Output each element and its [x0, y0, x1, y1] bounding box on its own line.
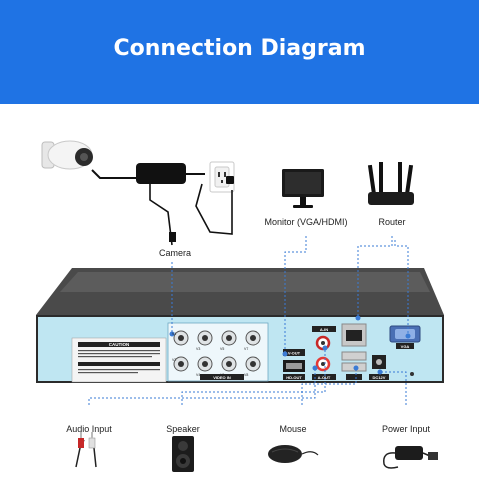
a-out-label: A-OUT: [318, 375, 331, 380]
port-label: V2: [172, 358, 176, 362]
speaker-icon: [172, 436, 194, 472]
port-label: V5: [220, 347, 224, 351]
caution-text: CAUTION: [109, 342, 130, 347]
router-label: Router: [378, 217, 406, 227]
port-label: V8: [244, 373, 248, 377]
wall-outlet-icon: [209, 161, 235, 193]
mouse-label: Mouse: [279, 424, 307, 434]
power-adapter-icon: [136, 163, 205, 184]
camera-icon: [41, 140, 93, 170]
vga-label: VGA: [401, 344, 410, 349]
port-label: V7: [244, 347, 248, 351]
hd-out-label: HD-OUT: [286, 375, 302, 380]
power-supply-icon: [382, 446, 438, 469]
audio-cable-icon: [75, 432, 97, 468]
monitor-label: Monitor (VGA/HDMI): [264, 217, 348, 227]
bnc-video-inputs: [173, 330, 261, 372]
monitor-icon: [282, 169, 324, 208]
video-in-label: VIDEO IN: [213, 375, 231, 380]
power-input-label: Power Input: [381, 424, 431, 434]
connection-endpoints: [169, 315, 411, 375]
port-label: V6: [220, 373, 224, 377]
audio-input-label: Audio Input: [66, 424, 112, 434]
port-label: V4: [196, 373, 200, 377]
v-out-label: V-OUT: [288, 351, 301, 356]
mouse-icon: [268, 445, 319, 463]
router-icon: [367, 162, 414, 205]
panel-text: CAUTION VIDEO IN V-OUT HD-OUT A-IN A-OUT…: [109, 327, 410, 380]
connection-lines: [88, 236, 409, 405]
title-banner: [0, 0, 479, 104]
dvr-recorder: [36, 268, 444, 383]
dc12v-label: DC12V: [373, 375, 386, 380]
page-title: Connection Diagram: [113, 36, 366, 61]
port-label: V3: [196, 347, 200, 351]
speaker-label: Speaker: [166, 424, 200, 434]
port-label: V1: [172, 332, 176, 336]
camera-label: Camera: [158, 248, 191, 258]
a-in-label: A-IN: [320, 327, 328, 332]
